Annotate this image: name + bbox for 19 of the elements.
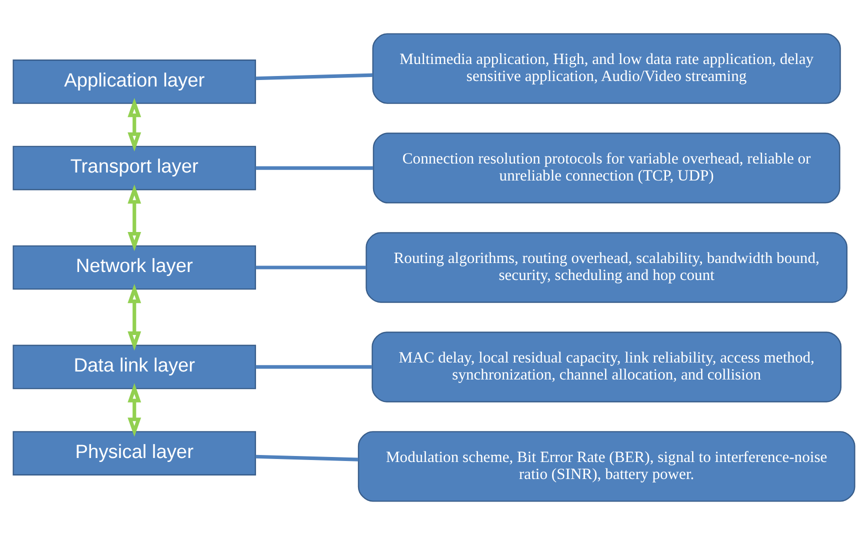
connector: [256, 72, 373, 80]
node-box: Routing algorithms, routing overhead, scalability, bandwidth bound, security, scheduling and hop count: [366, 232, 848, 302]
connector: [256, 364, 372, 368]
arrow: [128, 382, 142, 436]
arrow: [128, 184, 142, 251]
node-box: Application layer: [12, 59, 256, 104]
arrow: [128, 97, 142, 152]
node-box: Physical layer: [12, 430, 256, 475]
node-box: MAC delay, local residual capacity, link reliability, access method, synchronization, channel allocation, and collision: [372, 331, 842, 402]
connector: [256, 265, 366, 269]
connector: [256, 454, 358, 461]
node-box: Modulation scheme, Bit Error Rate (BER), signal to interference-noise ratio (SINR), battery power.: [358, 430, 856, 502]
node-box: Network layer: [12, 244, 256, 290]
connector: [256, 166, 374, 170]
node-box: Data link layer: [12, 344, 256, 389]
node-box: Transport layer: [12, 145, 256, 190]
arrow: [128, 283, 142, 350]
node-box: Connection resolution protocols for variable overhead, reliable or unreliable connection (TCP, UDP): [372, 132, 840, 203]
node-box: Multimedia application, High, and low data rate application, delay sensitive application, Audio/Video streaming: [372, 32, 841, 104]
